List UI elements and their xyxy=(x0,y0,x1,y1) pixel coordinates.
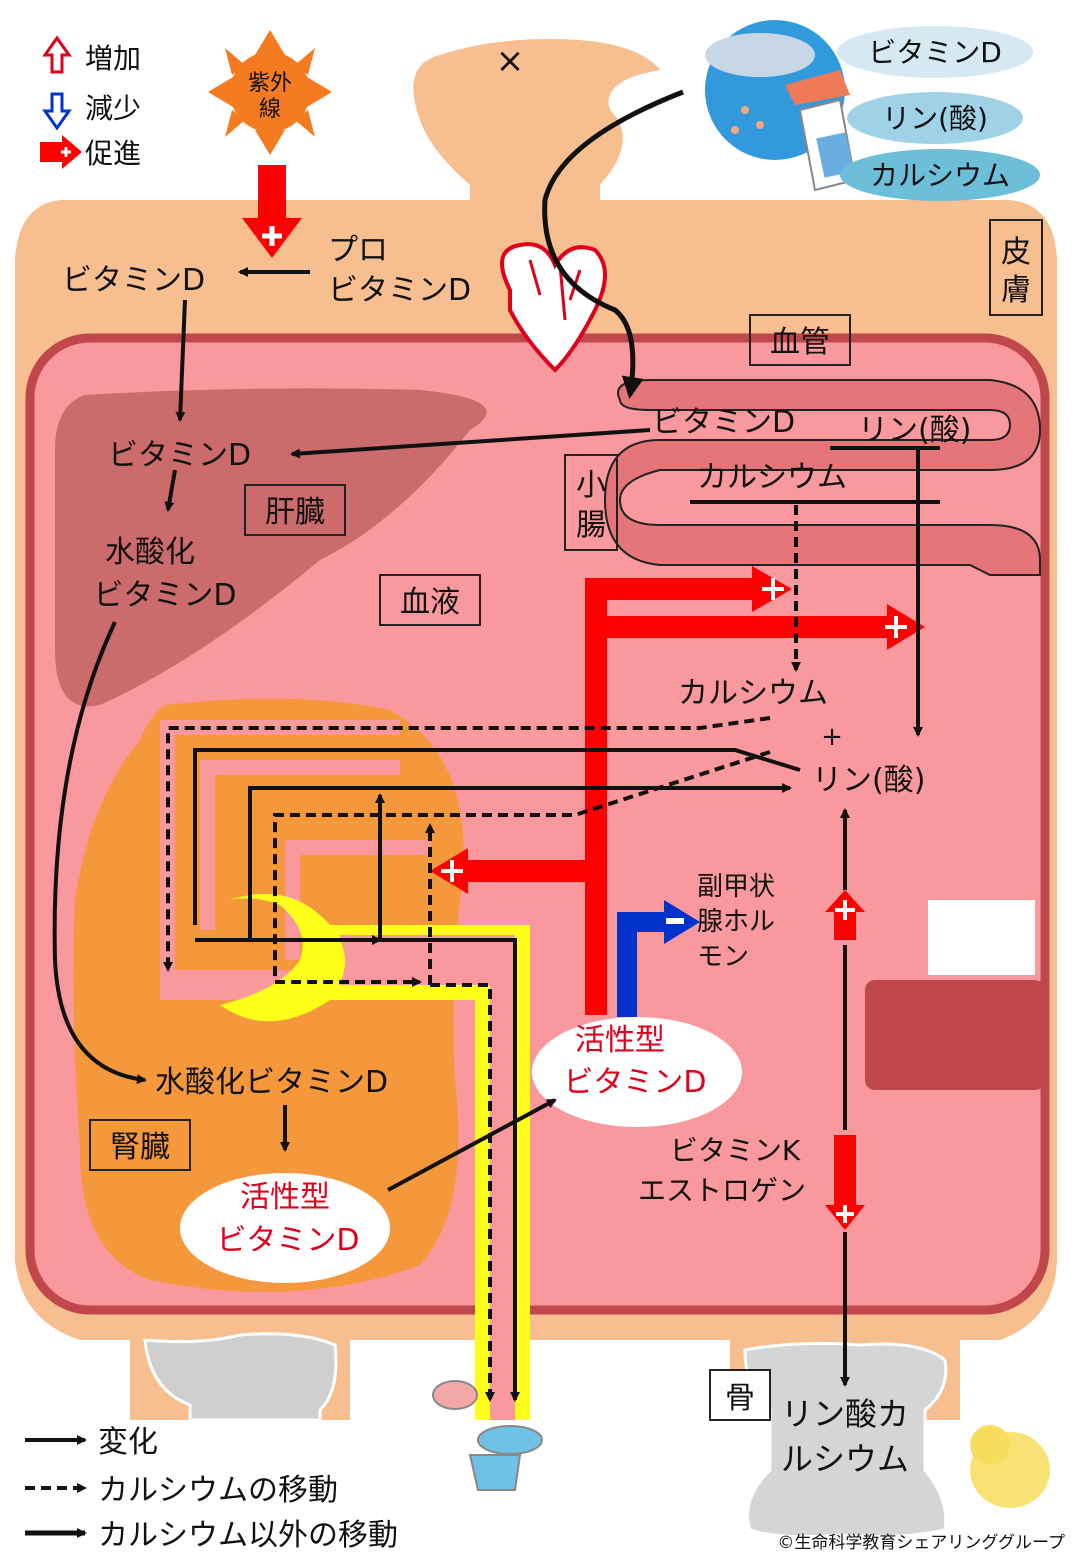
kidney-label: 腎臓 xyxy=(110,1130,170,1165)
bone-label: 骨 xyxy=(725,1381,755,1416)
bone-plus-2 xyxy=(836,1205,854,1223)
legend-decrease-icon xyxy=(42,92,72,131)
sun-label-2: 線 xyxy=(259,97,281,122)
dark-band xyxy=(865,980,1045,1090)
kidney-hydroxy: 水酸化ビタミンD xyxy=(155,1065,388,1100)
food-calcium: カルシウム xyxy=(870,159,1010,192)
calcium-move-arrows xyxy=(163,505,801,1402)
liver-hydroxy-1: 水酸化 xyxy=(105,535,195,570)
active-vd-blood-oval xyxy=(532,1017,742,1127)
legend-change: 変化 xyxy=(98,1425,158,1460)
pth-2: 腺ホル xyxy=(697,907,775,937)
intestine-phosphorus: リン(酸) xyxy=(858,413,971,448)
vessel-label: 血管 xyxy=(770,325,830,360)
legend-increase: 増加 xyxy=(85,42,141,75)
other-move-arrows xyxy=(193,448,923,1402)
sun-icon xyxy=(208,30,332,155)
promote-plus-1 xyxy=(762,578,784,600)
legend-decrease: 減少 xyxy=(85,92,141,125)
blood-phosphorus: リン(酸) xyxy=(812,763,925,798)
food-vitamin-d: ビタミンD xyxy=(868,36,1002,69)
intestine-label-box xyxy=(564,454,618,551)
bone-left xyxy=(143,1332,338,1422)
liver-vitamin-d: ビタミンD xyxy=(108,438,251,473)
uv-promote-arrow xyxy=(242,165,302,258)
active-vd-kidney-oval xyxy=(180,1173,390,1283)
kidney-label-box xyxy=(89,1119,191,1171)
bone-plus-1 xyxy=(835,900,855,920)
skin-label-1: 皮 xyxy=(1001,235,1031,270)
food-intake-arrow xyxy=(542,89,684,399)
heart-icon xyxy=(500,242,607,373)
food-pill-ca xyxy=(840,149,1040,201)
bone-content-1: リン酸カ xyxy=(781,1395,909,1433)
small-intestine-shape xyxy=(603,379,1042,576)
intestine-vitamin-d: ビタミンD xyxy=(652,405,795,440)
sun-label-1: 紫外 xyxy=(248,71,292,96)
legend-calcium-move: カルシウムの移動 xyxy=(98,1473,338,1508)
pth-3: モン xyxy=(697,942,749,972)
bone-label-box xyxy=(709,1369,771,1421)
skin-pro-2: ビタミンD xyxy=(328,273,471,308)
legend-promote: 促進 xyxy=(85,137,141,170)
copyright: ©生命科学教育シェアリンググループ xyxy=(777,1533,1065,1553)
intestine-label-2: 腸 xyxy=(576,508,606,543)
skin-vitamin-d: ビタミンD xyxy=(62,263,205,298)
blood-label: 血液 xyxy=(400,585,460,620)
promote-plus-2 xyxy=(885,616,907,638)
chick-icon xyxy=(970,1425,1050,1508)
active-vd-kidney-2: ビタミンD xyxy=(216,1223,359,1258)
bone-factor-1: ビタミンK xyxy=(670,1134,801,1167)
legend-other-move: カルシウム以外の移動 xyxy=(98,1518,398,1553)
vessel-label-box xyxy=(749,314,851,366)
food-phosphorus: リン(酸) xyxy=(882,102,988,135)
blood-calcium: カルシウム xyxy=(678,676,828,711)
food-pill-p xyxy=(847,92,1023,144)
legend-increase-icon xyxy=(42,35,72,74)
liver-label-box xyxy=(244,484,346,536)
toilet-icon xyxy=(432,1380,543,1491)
bone-factor-2: エストロゲン xyxy=(638,1174,806,1207)
food-pill-vd xyxy=(837,26,1033,78)
active-vd-kidney-1: 活性型 xyxy=(240,1180,330,1215)
skin-label-2: 膚 xyxy=(1001,273,1031,308)
food-icon xyxy=(705,20,857,192)
bone-right xyxy=(743,1341,948,1539)
intestine-calcium: カルシウム xyxy=(697,460,847,495)
intestine-label-1: 小 xyxy=(576,468,606,503)
liver-label: 肝臓 xyxy=(265,495,325,530)
legend-promote-icon xyxy=(40,135,82,169)
active-vd-blood-1: 活性型 xyxy=(575,1023,665,1058)
blood-label-box xyxy=(379,574,481,626)
skin-pro-1: プロ xyxy=(328,233,388,268)
blank-box xyxy=(928,900,1035,975)
mouth-mark: × xyxy=(496,41,525,81)
pth-inhibit-arrow xyxy=(617,900,700,1017)
promote-plus-3 xyxy=(441,860,463,882)
bone-content-2: ルシウム xyxy=(781,1440,909,1478)
liver-hydroxy-2: ビタミンD xyxy=(93,578,236,613)
active-vd-blood-2: ビタミンD xyxy=(563,1065,706,1100)
pth-1: 副甲状 xyxy=(697,872,775,902)
change-arrows xyxy=(52,267,651,1192)
blood-plus: + xyxy=(821,722,843,752)
skin-label-box xyxy=(989,219,1043,316)
liver-shape xyxy=(55,388,487,707)
